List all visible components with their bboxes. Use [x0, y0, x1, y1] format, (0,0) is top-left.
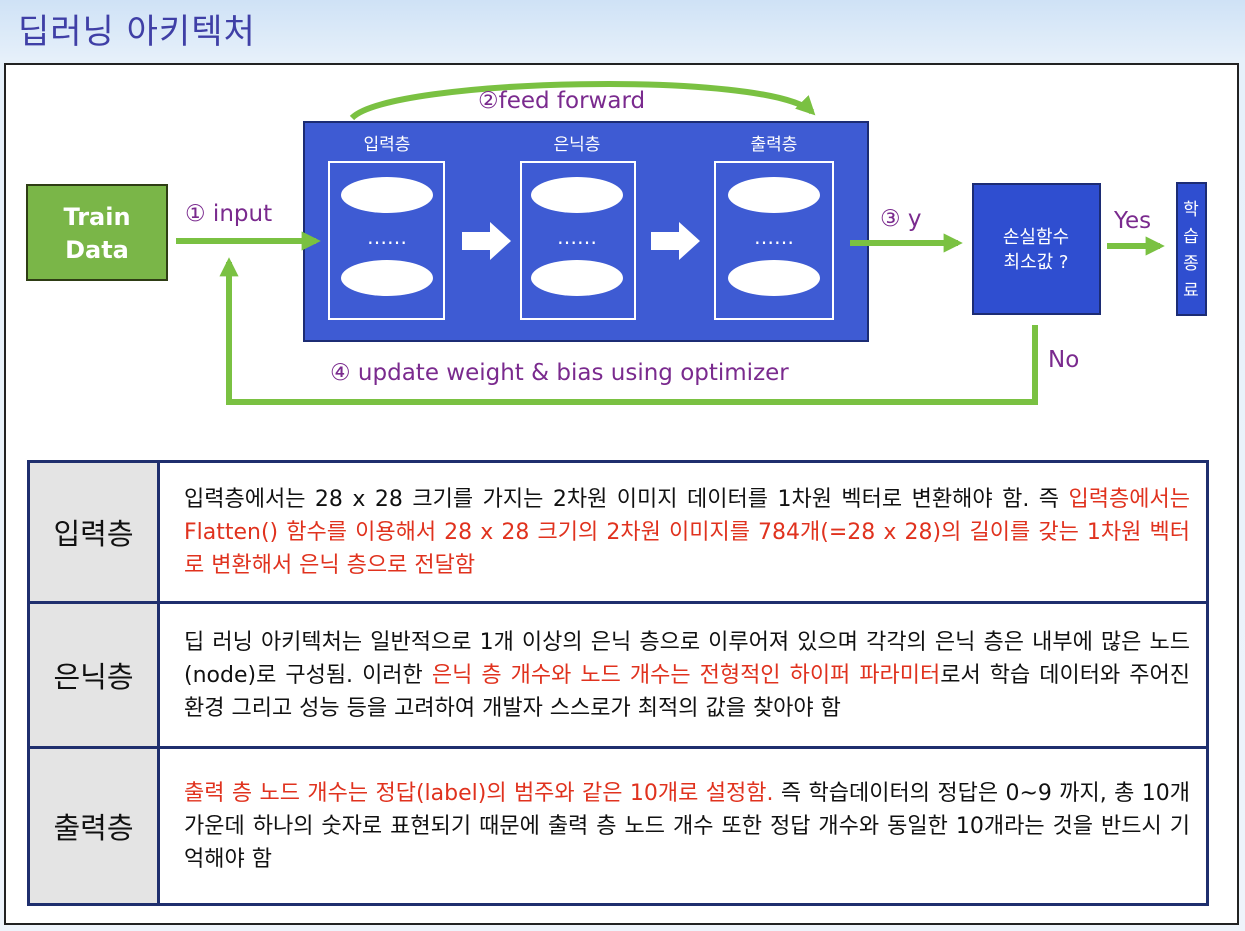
table-row: 입력층 입력층에서는 28 x 28 크기를 가지는 2차원 이미지 데이터를 … — [28, 461, 1208, 603]
layer-dots: …… — [557, 225, 597, 249]
layer-box-hidden — [520, 161, 636, 320]
layer-box-output — [714, 161, 834, 320]
loss-box-line2: 최소값 ? — [1004, 252, 1069, 273]
slide-title: 딥러닝 아키텍처 — [18, 12, 256, 52]
block-arrow-right-icon — [462, 222, 511, 260]
architecture-diagram: Train Data 입력층 …… 은닉층 …… 출력층 …… ②feed fo… — [26, 81, 1207, 405]
node-ellipse — [341, 177, 433, 213]
description-text: 로서 학습 데이터와 주어진 환경 그리고 성능 등을 고려하여 개발자 스스로… — [184, 662, 1190, 721]
row-description-output: 출력 층 노드 개수는 정답(label)의 범주와 같은 10개로 설정함. … — [158, 746, 1208, 905]
node-ellipse — [728, 260, 820, 296]
end-box-char: 종 — [1183, 254, 1199, 274]
node-ellipse — [531, 260, 623, 296]
description-text: 입력층에서는 28 x 28 크기를 가지는 2차원 이미지 데이터를 1차원 … — [184, 486, 1069, 512]
step-feed-forward-label: ②feed forward — [478, 88, 645, 114]
network-block: 입력층 …… 은닉층 …… 출력층 …… — [303, 121, 869, 342]
description-highlight: 출력 층 노드 개수는 정답(label)의 범주와 같은 10개로 설정함. — [184, 780, 774, 806]
row-description-hidden: 딥 러닝 아키텍처는 일반적으로 1개 이상의 은닉 층으로 이루어져 있으며 … — [158, 601, 1208, 748]
loss-box-line1: 손실함수 — [1003, 227, 1069, 248]
layer-dots: …… — [367, 225, 407, 249]
layer-label-input: 입력층 — [364, 135, 411, 155]
row-label-output: 출력층 — [28, 746, 160, 905]
node-ellipse — [341, 260, 433, 296]
block-arrow-right-icon — [651, 222, 700, 260]
end-box-char: 습 — [1183, 227, 1199, 247]
train-data-box: Train Data — [26, 184, 168, 281]
table-row: 출력층 출력 층 노드 개수는 정답(label)의 범주와 같은 10개로 설… — [28, 746, 1208, 905]
update-loop-arrow-icon — [219, 257, 1038, 405]
layer-label-output: 출력층 — [751, 135, 798, 155]
description-highlight: 입력층에서는 Flatten() 함수를 이용해서 28 x 28 크기의 2차… — [184, 486, 1190, 578]
yes-label: Yes — [1113, 208, 1151, 234]
layer-box-input — [328, 161, 445, 320]
end-box-char: 학 — [1183, 200, 1199, 220]
loss-decision-box: 손실함수 최소값 ? — [972, 183, 1101, 315]
node-ellipse — [531, 177, 623, 213]
description-highlight: 은닉 층 개수와 노드 개수는 전형적인 하이퍼 파라미터 — [431, 662, 941, 688]
training-end-box: 학 습 종 료 — [1176, 182, 1207, 316]
end-box-char: 료 — [1183, 281, 1199, 301]
layer-label-hidden: 은닉층 — [554, 135, 601, 155]
layer-description-table: 입력층 입력층에서는 28 x 28 크기를 가지는 2차원 이미지 데이터를 … — [27, 460, 1209, 906]
feed-forward-arrow-icon — [349, 81, 816, 121]
no-label: No — [1048, 347, 1079, 373]
row-label-input: 입력층 — [28, 461, 160, 603]
step-y-label: ③ y — [880, 206, 922, 232]
description-text: 딥 러닝 아키텍처는 일반적으로 1개 이상의 은닉 층으로 이루어져 있으며 … — [184, 629, 1190, 688]
step-input-label: ① input — [185, 201, 272, 227]
row-description-input: 입력층에서는 28 x 28 크기를 가지는 2차원 이미지 데이터를 1차원 … — [159, 462, 1208, 603]
table-row: 은닉층 딥 러닝 아키텍처는 일반적으로 1개 이상의 은닉 층으로 이루어져 … — [28, 601, 1208, 748]
train-data-line1: Train — [63, 203, 130, 231]
layer-dots: …… — [754, 225, 794, 249]
train-data-line2: Data — [65, 236, 129, 264]
description-text: 즉 학습데이터의 정답은 0~9 까지, 총 10개 가운데 하나의 숫자로 표… — [184, 780, 1190, 872]
node-ellipse — [728, 177, 820, 213]
step-update-label: ④ update weight & bias using optimizer — [330, 360, 789, 386]
row-label-hidden: 은닉층 — [28, 601, 160, 748]
